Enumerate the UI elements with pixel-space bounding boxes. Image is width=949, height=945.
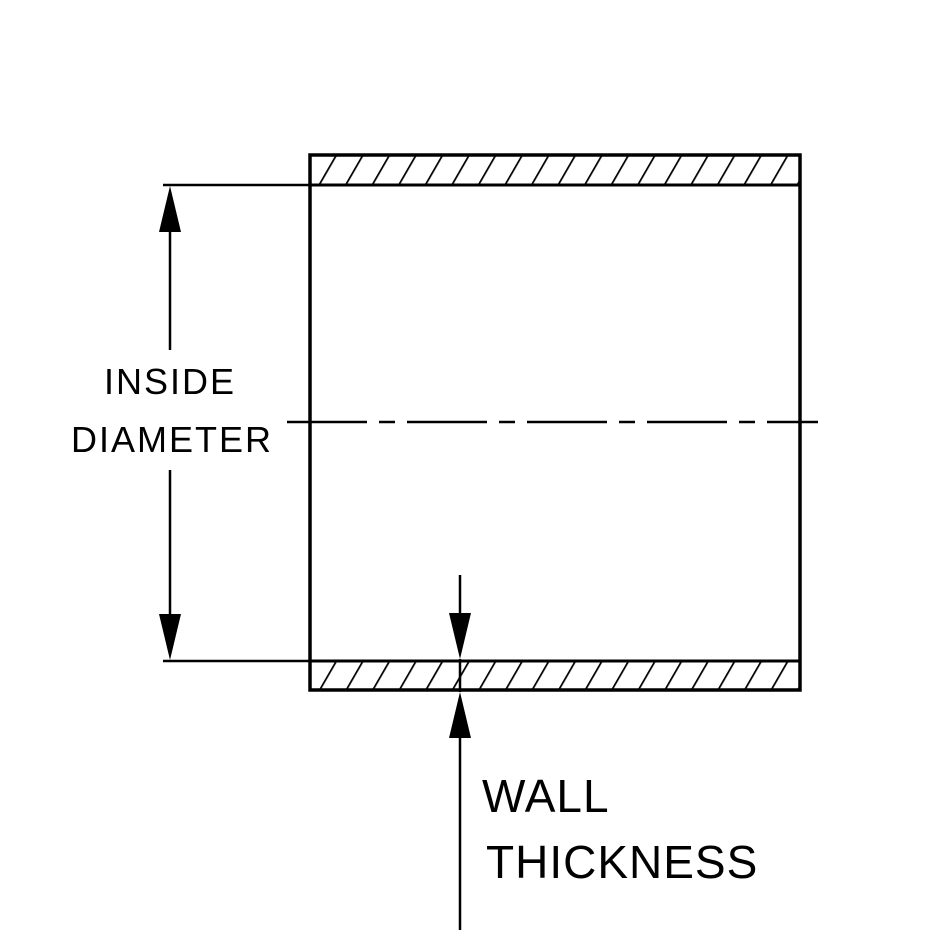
top-wall-hatch [310,155,800,185]
diagram-arrowheads [159,186,471,738]
wall-thickness-arrow-down-icon [449,613,471,659]
diagram-labels: INSIDE DIAMETER WALL THICKNESS [71,361,758,888]
diagram-linework [163,153,818,930]
wall-thickness-label-line2: THICKNESS [486,836,758,888]
wall-thickness-label-line1: WALL [482,770,610,822]
inside-diameter-arrow-up-icon [159,186,181,232]
inside-diameter-arrow-down-icon [159,614,181,660]
inside-diameter-label-line1: INSIDE [104,361,236,402]
bottom-wall-hatch [310,661,800,690]
inside-diameter-label-line2: DIAMETER [71,419,273,460]
wall-thickness-arrow-up-icon [449,692,471,738]
